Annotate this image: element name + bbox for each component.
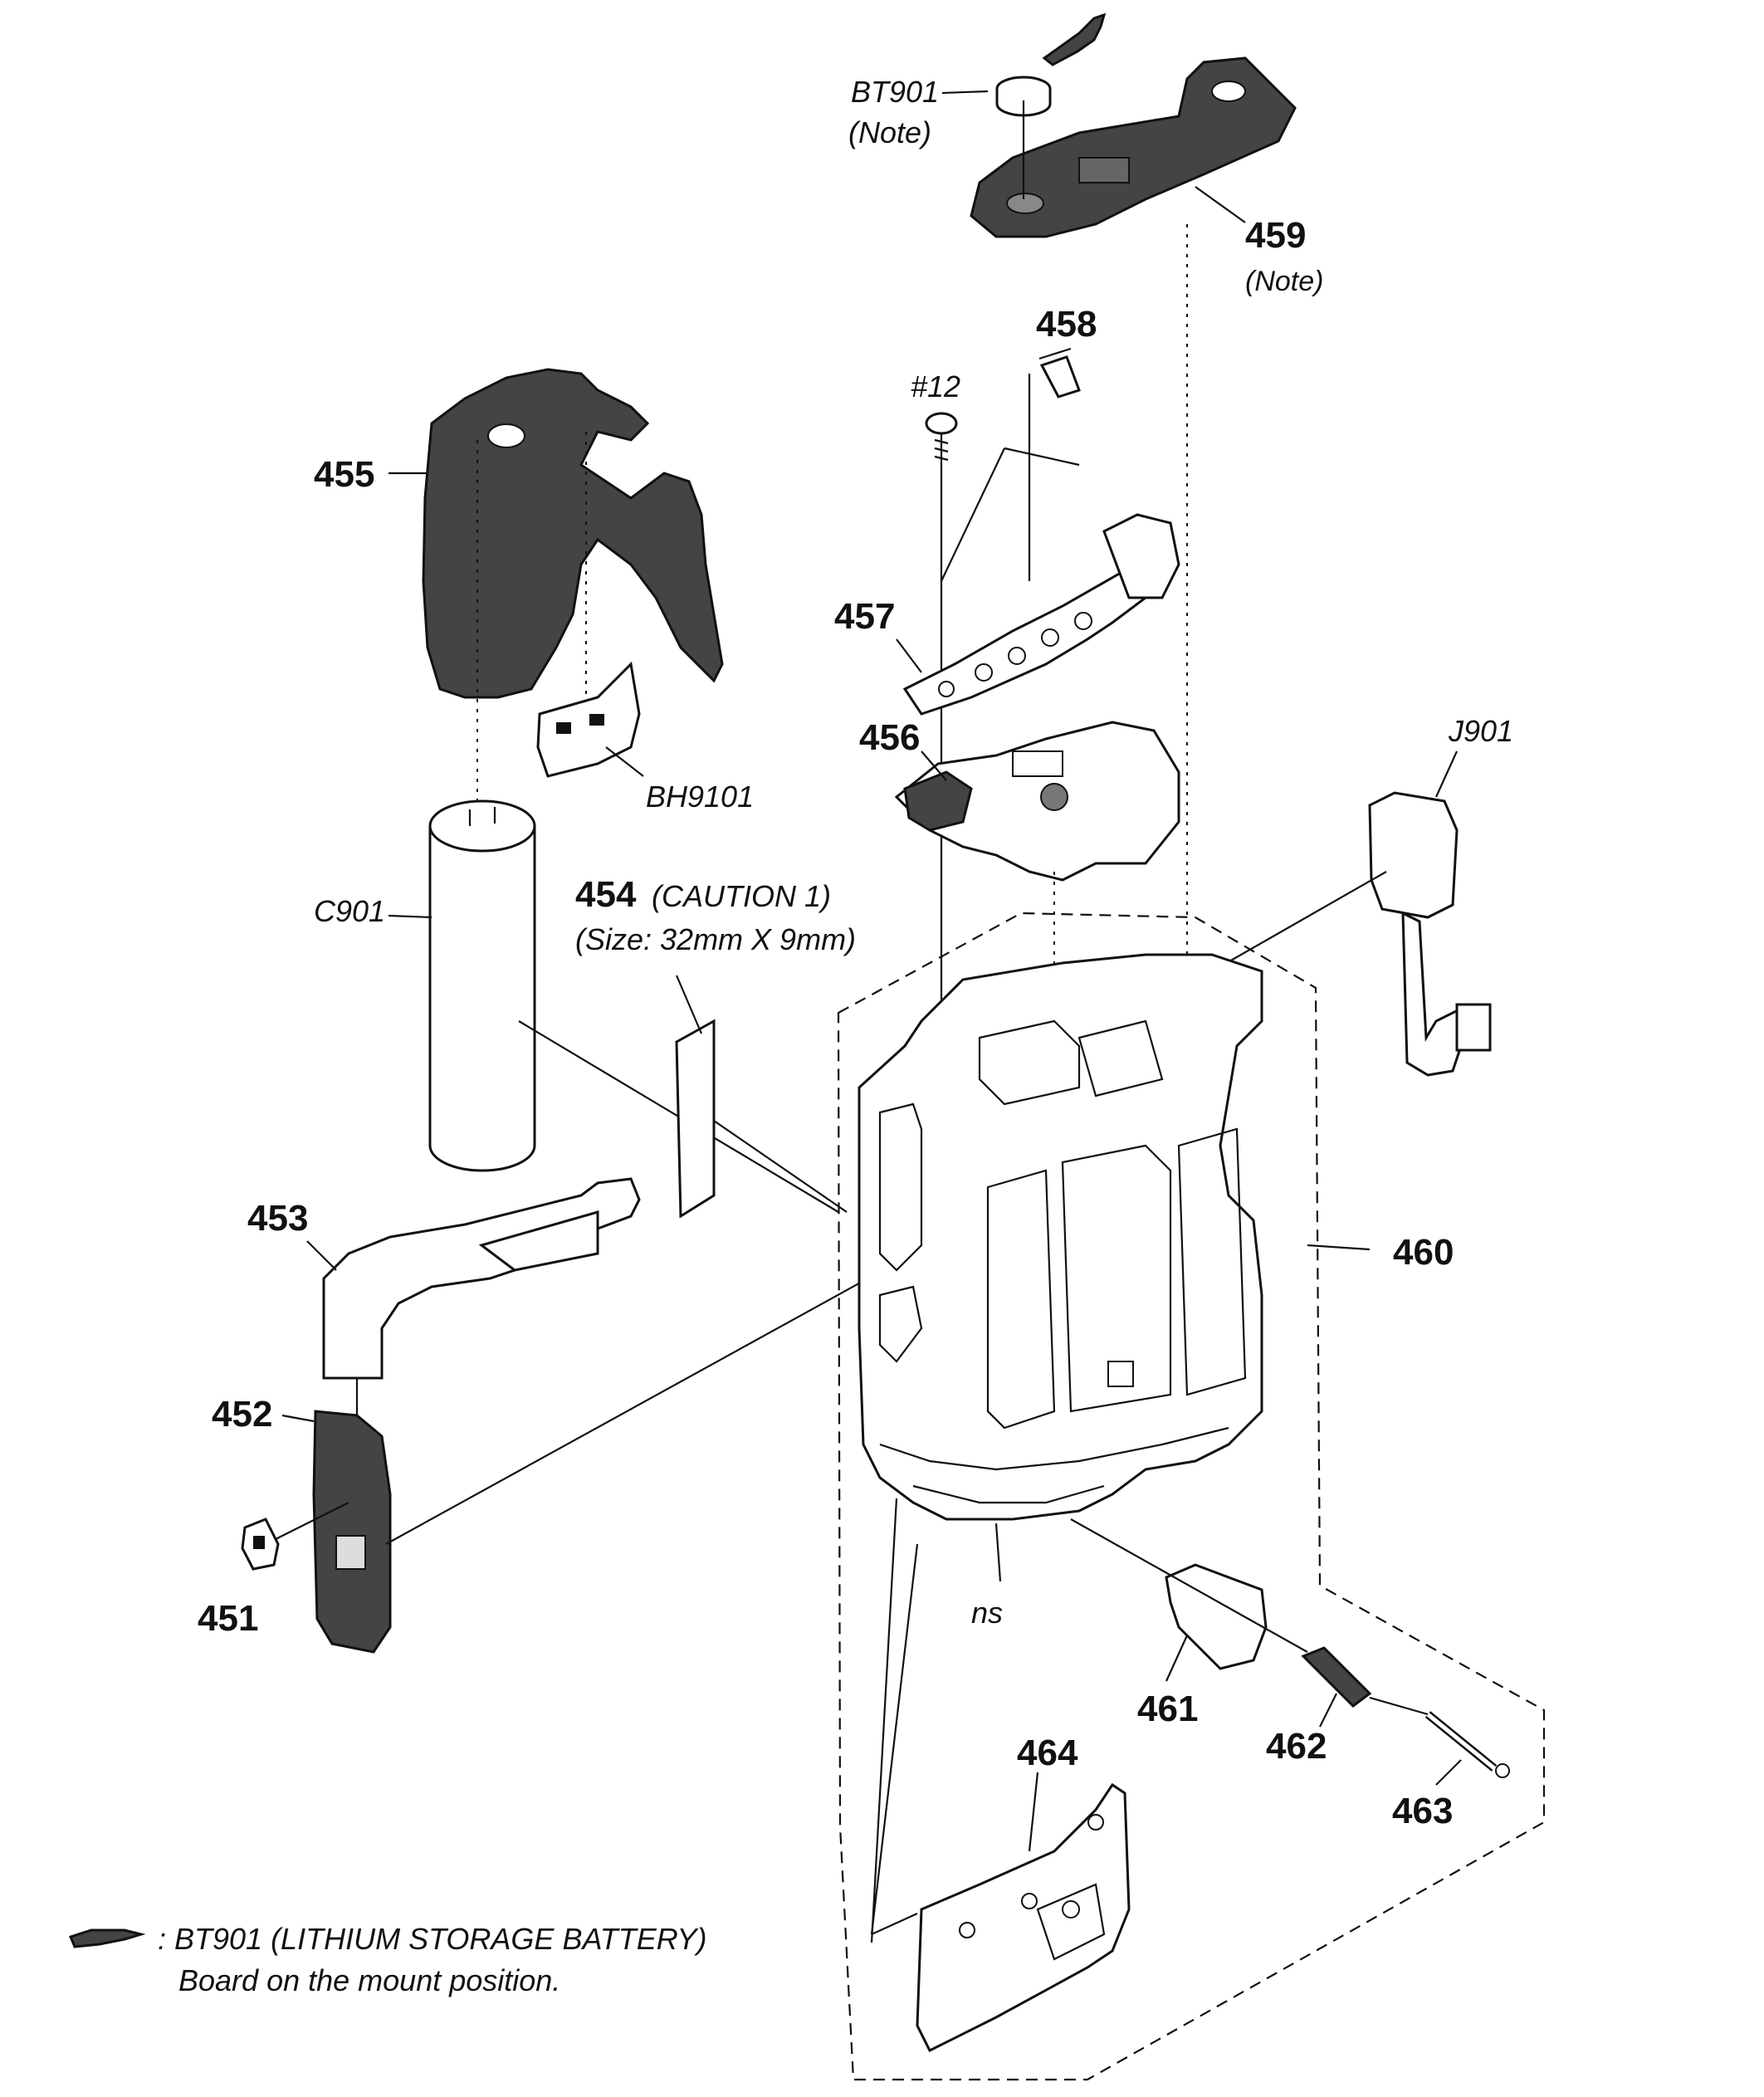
label-457: 457	[834, 596, 895, 637]
label-bt901: BT901	[851, 75, 939, 109]
label-461: 461	[1137, 1689, 1198, 1729]
footnote-line-2: Board on the mount position.	[178, 1963, 560, 1997]
assembly-boundary	[837, 912, 1546, 2081]
part-12-screw	[925, 412, 958, 465]
label-j901: J901	[1448, 714, 1513, 748]
label-ns: ns	[971, 1596, 1003, 1630]
part-452-board	[312, 1410, 392, 1654]
label-462: 462	[1266, 1726, 1327, 1767]
part-460-frame	[858, 953, 1263, 1521]
footnote-line-1: : BT901 (LITHIUM STORAGE BATTERY)	[158, 1922, 706, 1956]
part-453-flex-cable	[322, 1177, 641, 1380]
label-453: 453	[247, 1198, 308, 1239]
label-456: 456	[859, 717, 920, 758]
label-c901: C901	[314, 894, 385, 928]
part-456-board	[894, 721, 1180, 882]
label-452: 452	[212, 1394, 272, 1435]
label-455: 455	[314, 454, 374, 495]
part-458-clip	[1039, 355, 1081, 398]
label-459: 459	[1245, 215, 1306, 256]
part-461-latch	[1165, 1563, 1268, 1670]
label-bt901-note: (Note)	[848, 115, 931, 149]
label-458: 458	[1036, 304, 1097, 345]
pointing-hand-icon	[68, 1928, 146, 1948]
part-457-bracket	[902, 513, 1180, 716]
part-462-spring	[1301, 1646, 1372, 1708]
footnote: : BT901 (LITHIUM STORAGE BATTERY) Board …	[68, 1922, 706, 1997]
part-454-tape	[675, 1019, 716, 1219]
label-463: 463	[1392, 1791, 1453, 1831]
part-c901-capacitor	[428, 799, 536, 1172]
part-459-board	[970, 56, 1297, 238]
pointing-hand-icon	[1042, 12, 1107, 66]
part-bh9101-holder	[536, 661, 641, 778]
label-454-size: (Size: 32mm X 9mm)	[575, 922, 856, 956]
label-451: 451	[198, 1598, 258, 1639]
label-12: #12	[911, 369, 960, 403]
label-460: 460	[1393, 1232, 1454, 1273]
part-455-cover	[422, 368, 724, 699]
label-454: 454	[575, 874, 637, 915]
label-454-caution: (CAUTION 1)	[652, 879, 831, 913]
part-451-switch	[241, 1518, 280, 1571]
label-464: 464	[1017, 1733, 1078, 1773]
label-bh9101: BH9101	[646, 780, 754, 814]
label-459-note: (Note)	[1245, 266, 1323, 297]
part-j901-connector	[1368, 791, 1492, 1077]
part-463-shaft	[1424, 1711, 1510, 1778]
part-464-battery-cover	[916, 1782, 1131, 2053]
